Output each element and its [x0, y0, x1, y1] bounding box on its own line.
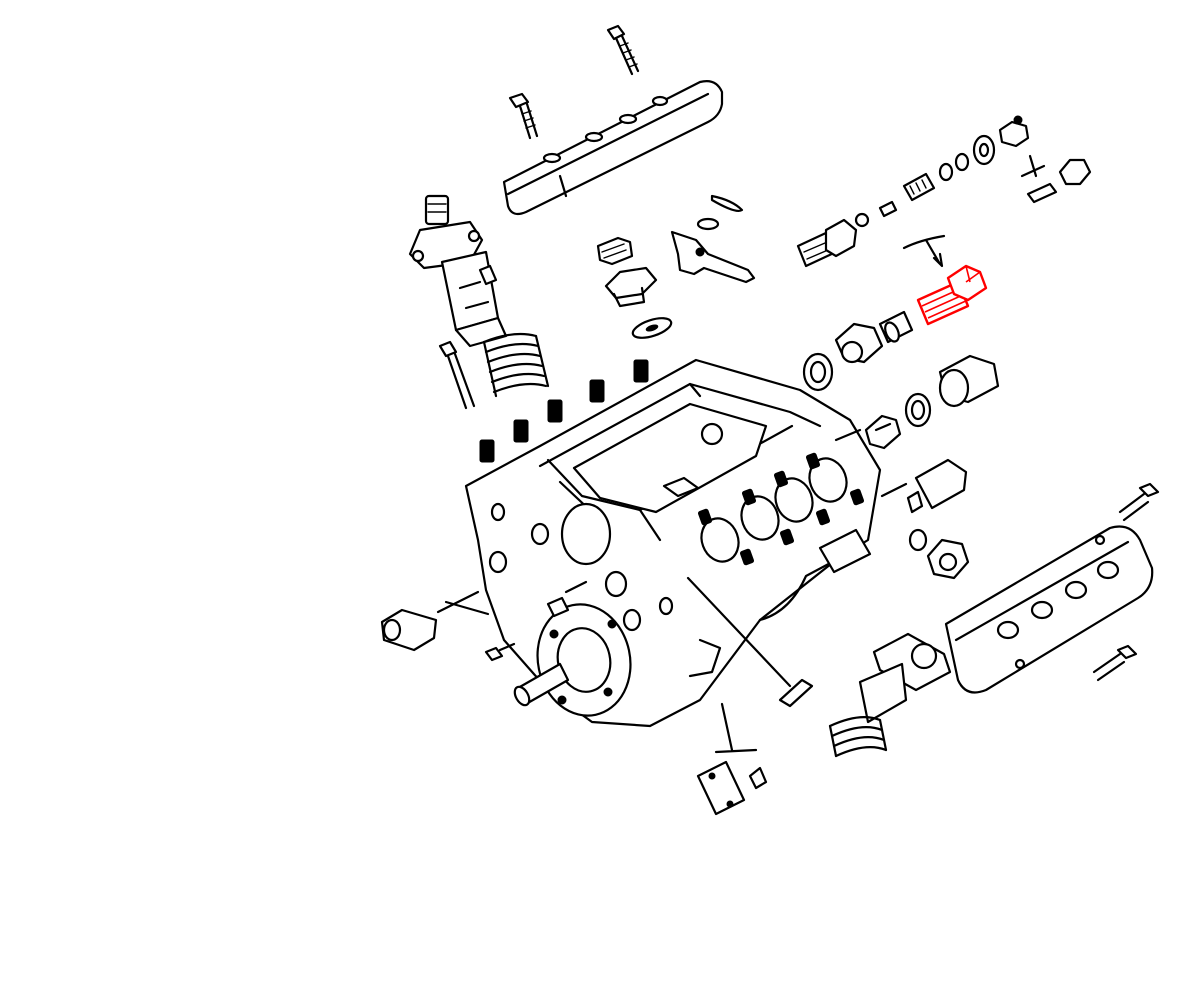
callout-arrow-left [436, 590, 490, 616]
coupling-block[interactable] [380, 608, 438, 652]
top-cover-plate[interactable] [502, 80, 724, 216]
valve-seat[interactable] [878, 200, 898, 218]
cover-screw-top-right[interactable] [606, 24, 640, 76]
cover-screw-bottom-right[interactable] [1118, 482, 1160, 522]
callout-arrow-banjo [902, 234, 946, 268]
washer-upper-right[interactable] [972, 134, 996, 166]
delivery-valve-holder[interactable] [834, 322, 884, 364]
valve-spring-upper[interactable] [902, 172, 936, 202]
spacer-ring-small[interactable] [938, 152, 970, 182]
sealing-washer-center[interactable] [631, 314, 674, 342]
control-rack-pin[interactable] [438, 340, 476, 410]
bleed-nipple[interactable] [778, 678, 814, 708]
o-ring-left[interactable] [802, 352, 834, 392]
small-screw-left[interactable] [484, 642, 516, 662]
hex-nut-right[interactable] [1058, 158, 1092, 186]
pin-right[interactable] [1026, 182, 1058, 204]
callout-bracket-right [1020, 154, 1046, 178]
callout-arrows-right [834, 428, 908, 498]
identification-plate[interactable] [696, 760, 746, 816]
cover-screw-top-left[interactable] [508, 92, 539, 140]
drive-flange[interactable] [527, 596, 640, 725]
lever-arm[interactable] [670, 217, 756, 284]
split-pin[interactable] [710, 194, 744, 212]
plunger-spring[interactable] [482, 332, 550, 398]
fitting-right[interactable] [906, 458, 968, 514]
hex-plug-lower[interactable] [926, 538, 970, 580]
union-screw[interactable] [796, 218, 858, 268]
plunger-barrel-assembly[interactable] [408, 194, 508, 348]
o-ring-right[interactable] [904, 392, 932, 428]
sealing-plug[interactable] [596, 236, 634, 266]
seal-ring-lower[interactable] [908, 528, 928, 552]
banjo-bolt[interactable] [916, 264, 988, 326]
leader-line [686, 576, 792, 688]
plug-screw-right[interactable] [938, 354, 1000, 408]
drive-screw[interactable] [748, 766, 768, 790]
housing-studs [697, 452, 865, 566]
bleed-screw[interactable] [998, 115, 1030, 148]
cover-screw-bottom[interactable] [1092, 644, 1138, 682]
hex-plug[interactable] [604, 266, 658, 308]
ball-valve[interactable] [854, 212, 870, 228]
roller-tappet-assembly[interactable] [828, 632, 952, 758]
spacer-sleeve[interactable] [878, 310, 914, 344]
side-cover-plate[interactable] [944, 525, 1154, 694]
callout-bracket-bottom [714, 702, 758, 754]
barrel-studs-top [479, 359, 649, 463]
slotted-plug[interactable] [864, 414, 902, 450]
pump-housing[interactable] [464, 358, 882, 728]
camshaft-end[interactable] [512, 662, 570, 708]
flange-bolt[interactable] [546, 580, 588, 618]
